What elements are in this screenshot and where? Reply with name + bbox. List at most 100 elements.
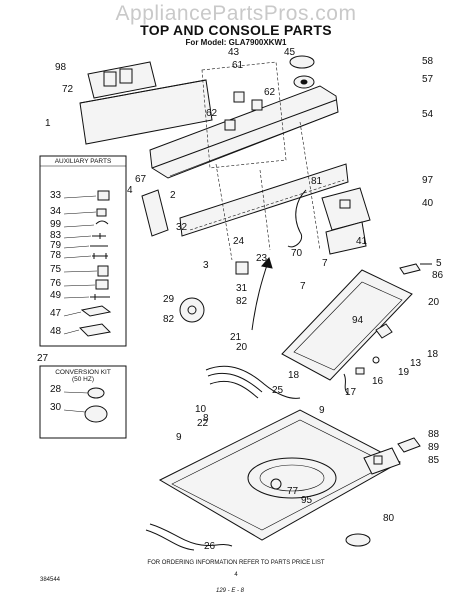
callout-19: 19: [398, 367, 410, 378]
console-top: [149, 85, 339, 179]
handwritten-note: 129 - E - 8: [216, 588, 245, 594]
conversion-kit-title: CONVERSION KIT: [55, 369, 111, 376]
conversion-kit-box: CONVERSION KIT (50 HZ): [39, 365, 127, 439]
callout-95: 95: [301, 495, 313, 506]
callout-7: 7: [322, 258, 328, 269]
water-valve-assembly: [363, 437, 421, 475]
callout-54: 54: [422, 109, 434, 120]
aux-wire-78: [92, 253, 108, 259]
callout-86: 86: [432, 270, 444, 281]
model-subtitle: For Model: GLA7900XKW1: [185, 38, 287, 47]
wire-harness-26: [149, 523, 233, 547]
console-back-panel: [87, 61, 157, 99]
aux-wire-49: [90, 294, 110, 300]
auxiliary-parts-title: AUXILIARY PARTS: [55, 158, 112, 165]
aux-wire-99: [95, 220, 109, 225]
callout-24: 24: [233, 236, 245, 247]
aux-connector-33: [97, 190, 110, 201]
assembly-arrow: [251, 261, 269, 331]
lid-switch-94: [375, 323, 393, 339]
callout-99: 99: [50, 219, 62, 230]
callout-5: 5: [436, 258, 442, 269]
callout-21: 21: [230, 332, 242, 343]
lid-part-19: [355, 367, 365, 375]
callout-31: 31: [236, 283, 248, 294]
callout-76: 76: [50, 278, 62, 289]
dispenser-77: [270, 478, 282, 490]
aux-terminal-83: [92, 233, 106, 239]
callout-23: 23: [256, 253, 268, 264]
callout-22: 22: [197, 418, 209, 429]
callout-17: 17: [345, 387, 357, 398]
auxiliary-parts-box: AUXILIARY PARTS: [39, 155, 127, 347]
callout-29: 29: [163, 294, 175, 305]
callout-2: 2: [170, 190, 176, 201]
callout-49: 49: [50, 290, 62, 301]
callout-75: 75: [50, 264, 62, 275]
aux-pad-48: [78, 323, 112, 337]
cap-80: [345, 533, 371, 547]
switch-assembly: [321, 187, 371, 255]
callout-7: 7: [300, 281, 306, 292]
knob-61: [233, 91, 245, 103]
callout-82: 82: [163, 314, 175, 325]
knobs: [224, 91, 263, 131]
callout-88: 88: [428, 429, 440, 440]
lid-opening: [247, 457, 337, 499]
callout-8: 8: [203, 413, 209, 424]
callout-47: 47: [50, 308, 62, 319]
callout-33: 33: [50, 190, 62, 201]
aux-block-75: [97, 265, 109, 277]
callout-67: 67: [135, 174, 147, 185]
callout-57: 57: [422, 74, 434, 85]
callout-43: 43: [228, 47, 240, 58]
callout-80: 80: [383, 513, 395, 524]
callout-77: 77: [287, 486, 299, 497]
callout-62: 62: [264, 87, 276, 98]
knob-cap-58: [289, 55, 315, 69]
callout-48: 48: [50, 326, 62, 337]
callout-32: 32: [176, 222, 188, 233]
callout-3: 3: [203, 260, 209, 271]
watermark: AppliancePartsPros.com: [115, 2, 357, 25]
callout-9: 9: [176, 432, 182, 443]
callout-13: 13: [410, 358, 422, 369]
callout-9: 9: [319, 405, 325, 416]
callout-98: 98: [55, 62, 67, 73]
callout-83: 83: [50, 230, 62, 241]
callout-97: 97: [422, 175, 434, 186]
callout-10: 10: [195, 404, 207, 415]
callout-4: 4: [127, 185, 133, 196]
knob-group-outline: [201, 61, 287, 169]
callout-1: 1: [45, 118, 51, 129]
callout-70: 70: [291, 248, 303, 259]
callout-34: 34: [50, 206, 62, 217]
callout-79: 79: [50, 240, 62, 251]
conversion-pulley-28: [87, 387, 105, 399]
callout-18: 18: [288, 370, 300, 381]
ordering-note: FOR ORDERING INFORMATION REFER TO PARTS …: [147, 560, 324, 566]
document-number: 384544: [40, 577, 61, 583]
lid-part-16: [343, 373, 349, 395]
callout-94: 94: [352, 315, 364, 326]
callout-81: 81: [311, 176, 323, 187]
callout-72: 72: [62, 84, 74, 95]
washer-lid: [281, 269, 413, 381]
callout-45: 45: [284, 47, 296, 58]
wire-harness-81: [287, 189, 307, 248]
callout-89: 89: [428, 442, 440, 453]
page-title: TOP AND CONSOLE PARTS: [140, 22, 332, 38]
callout-26: 26: [204, 541, 216, 552]
knob-62-left: [224, 119, 236, 131]
timer-29: [179, 297, 205, 323]
callout-58: 58: [422, 56, 434, 67]
callout-61: 61: [232, 60, 244, 71]
hinge-86: [399, 263, 421, 275]
callout-18: 18: [427, 349, 439, 360]
page-number: 4: [234, 572, 238, 578]
conversion-kit-subtitle: (50 HZ): [72, 376, 94, 383]
conversion-motor-30: [84, 405, 108, 423]
callout-30: 30: [50, 402, 62, 413]
